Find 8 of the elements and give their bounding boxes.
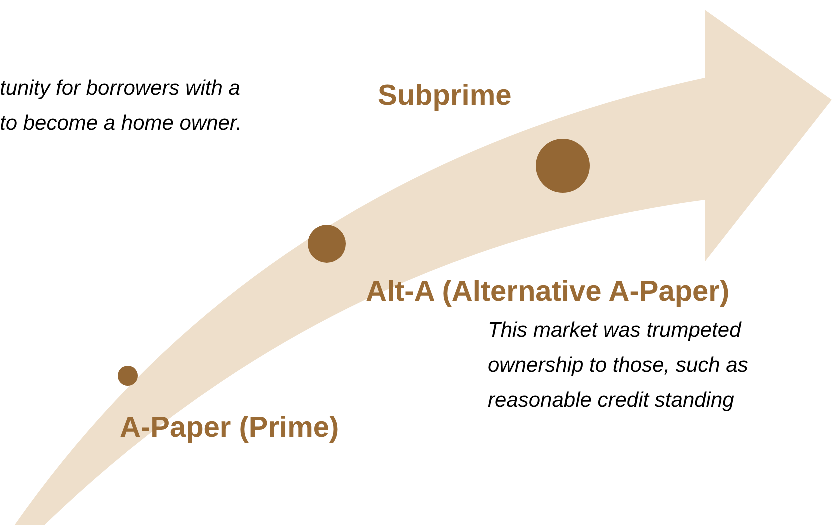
description-text: ownership to those, such as xyxy=(488,353,748,379)
description-text: to become a home owner. xyxy=(0,111,242,137)
stage-heading: Subprime xyxy=(378,79,512,114)
description-text: This market was trumpeted xyxy=(488,318,742,344)
stage-heading: A-Paper (Prime) xyxy=(120,411,340,446)
stage-heading: Alt-A (Alternative A-Paper) xyxy=(366,275,730,310)
description-text: tunity for borrowers with a xyxy=(0,76,240,102)
description-text: reasonable credit standing xyxy=(488,388,734,414)
